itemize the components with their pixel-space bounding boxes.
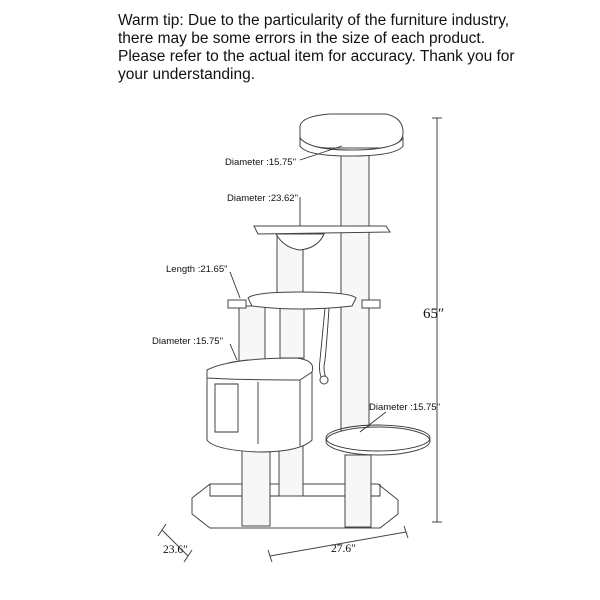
rope-knot: [319, 375, 329, 385]
height-dimension-line: [432, 117, 442, 523]
warm-tip-text: Warm tip: Due to the particularity of th…: [118, 12, 588, 84]
height-dimension: 65″: [423, 306, 444, 322]
width-dimension-line: [267, 525, 409, 563]
label-upper-platform: Diameter :23.62": [227, 193, 298, 204]
warm-tip-line-4: your understanding.: [118, 66, 256, 83]
label-leaders: [229, 145, 387, 433]
label-top-platform: Diameter :15.75": [225, 157, 296, 168]
warm-tip-line-2: there may be some errors in the size of …: [118, 30, 486, 47]
condo-post-right: [279, 305, 305, 359]
warm-tip-line-1: Warm tip: Due to the particularity of th…: [118, 12, 510, 29]
sisal-posts: [238, 149, 372, 528]
width-dimension: 27.6″: [331, 543, 356, 555]
front-left-post: [241, 439, 271, 527]
label-middle-platform: Length :21.65": [166, 264, 227, 275]
middle-platform-right-tab: [361, 299, 381, 309]
condo-post-left: [238, 305, 266, 367]
depth-dimension-line: [157, 523, 193, 563]
upper-platform: [253, 225, 391, 251]
depth-dimension: 23.6″: [163, 544, 188, 556]
side-platform: [325, 424, 431, 456]
front-right-post: [344, 454, 372, 528]
middle-platform: [227, 291, 381, 385]
label-side-platform: Diameter :15.75": [369, 402, 440, 413]
warm-tip-line-3: Please refer to the actual item for accu…: [118, 48, 515, 65]
condo-house: [206, 357, 314, 453]
top-bed: [299, 113, 404, 157]
label-condo: Diameter :15.75": [152, 336, 223, 347]
middle-platform-left-tab: [227, 299, 247, 309]
